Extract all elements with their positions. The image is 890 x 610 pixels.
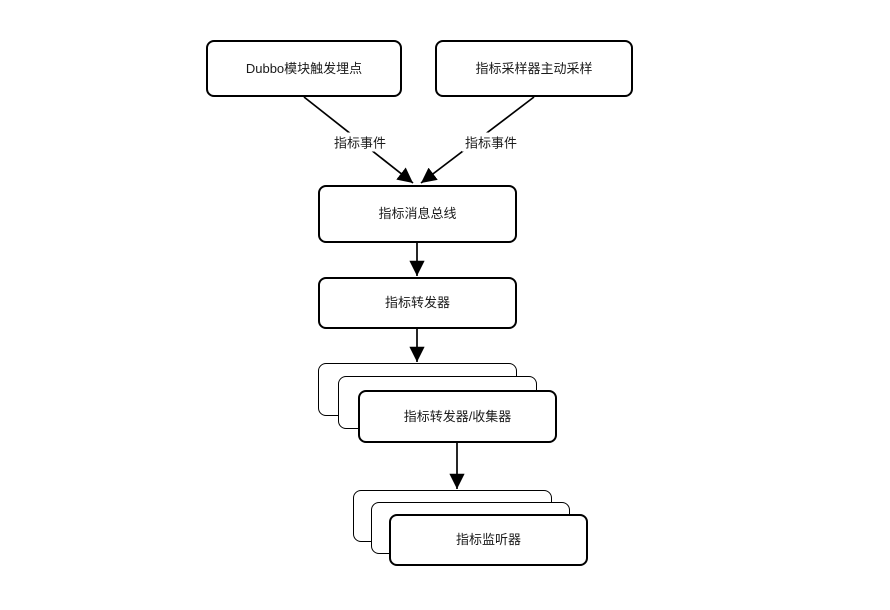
edge-label-metric-event-right: 指标事件 <box>461 132 521 152</box>
node-dubbo-trigger-label: Dubbo模块触发埋点 <box>245 60 363 76</box>
node-metric-message-bus: 指标消息总线 <box>318 185 517 243</box>
node-metric-sampler: 指标采样器主动采样 <box>435 40 633 97</box>
node-metric-listener: 指标监听器 <box>389 514 588 566</box>
node-forwarder-collector-label: 指标转发器/收集器 <box>403 408 512 424</box>
node-dubbo-trigger: Dubbo模块触发埋点 <box>206 40 402 97</box>
node-metric-message-bus-label: 指标消息总线 <box>378 206 457 222</box>
edge-label-metric-event-left: 指标事件 <box>330 132 390 152</box>
node-forwarder-collector: 指标转发器/收集器 <box>358 390 557 443</box>
node-metric-forwarder: 指标转发器 <box>318 277 517 329</box>
node-metric-listener-label: 指标监听器 <box>455 532 521 548</box>
node-metric-sampler-label: 指标采样器主动采样 <box>475 60 593 76</box>
node-metric-forwarder-label: 指标转发器 <box>384 295 450 311</box>
